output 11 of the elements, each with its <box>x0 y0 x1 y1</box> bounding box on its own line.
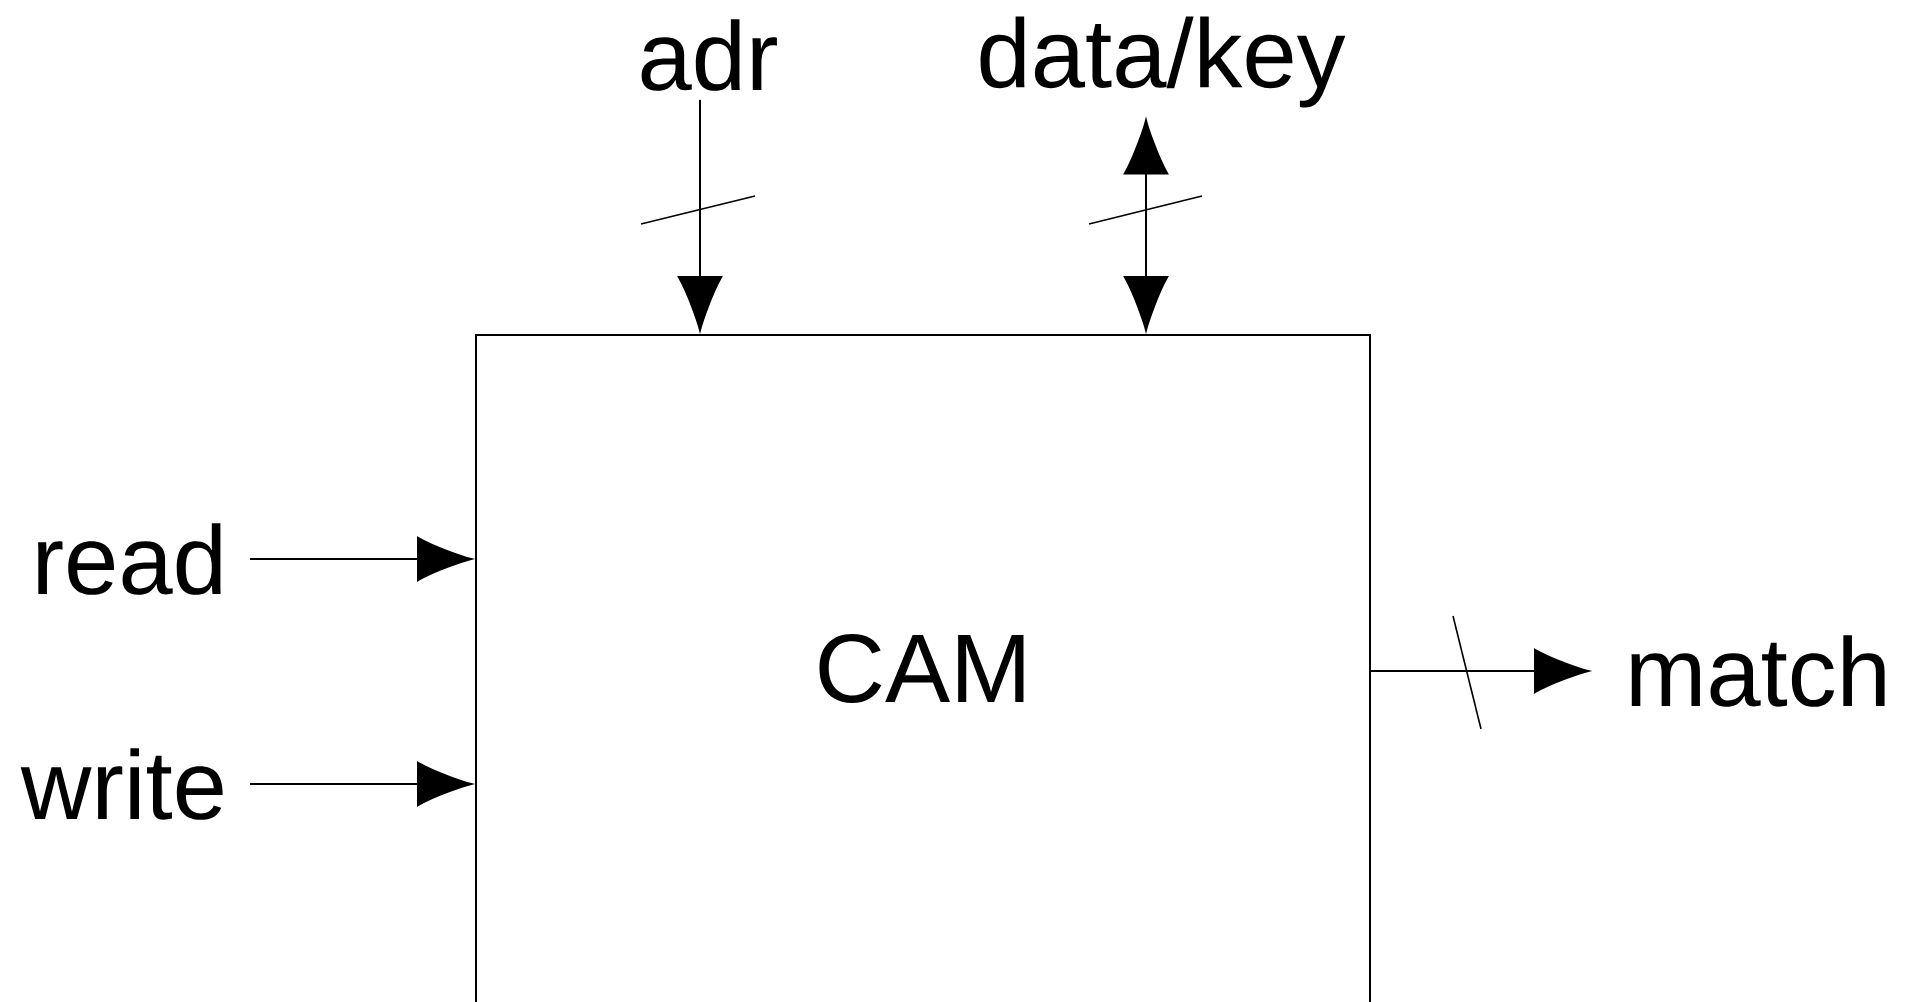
signal-label: write <box>20 748 223 820</box>
arrow <box>1370 648 1590 694</box>
signal-label: data/key <box>980 16 1346 108</box>
block-box: CAM <box>475 334 1371 1002</box>
arrow <box>677 98 723 332</box>
signal-label: adr <box>641 19 777 91</box>
arrow <box>249 761 473 807</box>
arrow <box>1123 119 1169 332</box>
signal-label: read <box>38 523 221 595</box>
signal-label: match <box>1631 635 1885 707</box>
arrow <box>249 536 473 582</box>
